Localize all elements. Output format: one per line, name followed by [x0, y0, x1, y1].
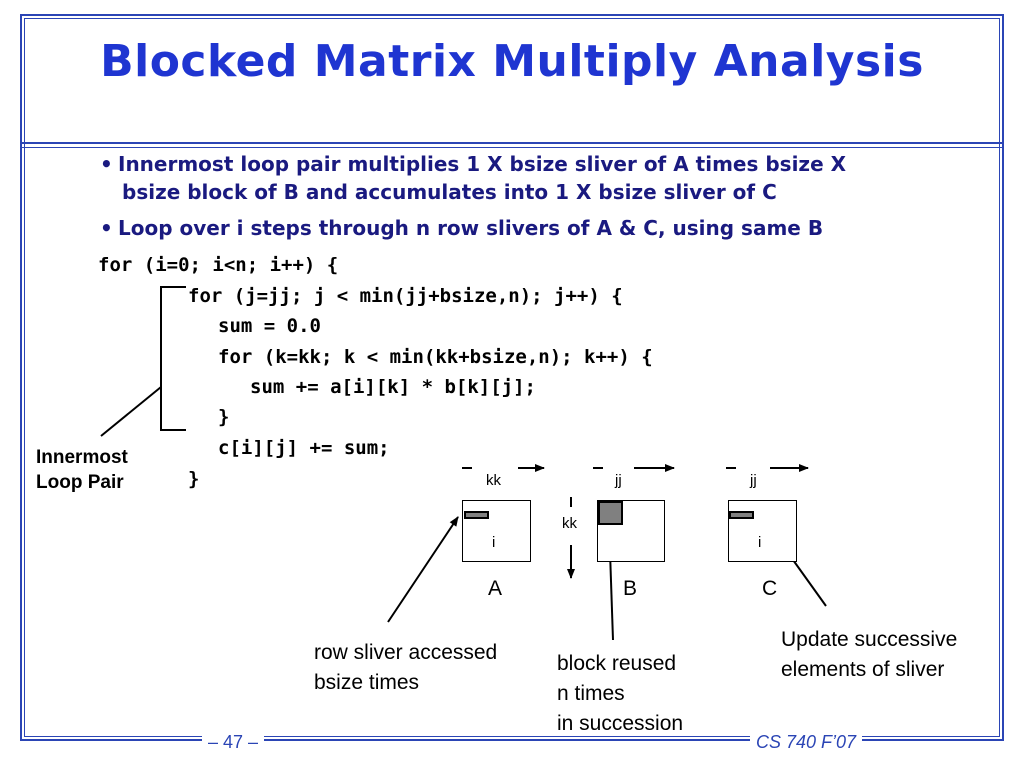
title-divider-thin [20, 147, 1004, 148]
matrix-b-jj-label: jj [615, 472, 622, 489]
note-update-sliver: Update successive elements of sliver [781, 628, 958, 681]
code-line-sum-init: sum = 0.0 [218, 315, 321, 337]
code-line-close-k: } [218, 406, 230, 428]
bullet-dot: • [100, 152, 113, 176]
note-a-pointer [387, 516, 459, 623]
bullet-2: •Loop over i steps through n row slivers… [100, 214, 980, 242]
innermost-loop-pair-label: Innermost Loop Pair [36, 447, 128, 493]
matrix-c [728, 500, 797, 562]
code-line-update-c: c[i][j] += sum; [218, 437, 390, 459]
matrix-c-i-label: i [758, 534, 762, 551]
matrix-b-block [598, 501, 623, 525]
title-divider [20, 142, 1004, 144]
bullet-dot: • [100, 216, 113, 240]
bullet-2-line-1: Loop over i steps through n row slivers … [118, 216, 824, 240]
matrix-a-i-label: i [492, 534, 496, 551]
matrix-c-row-sliver [729, 511, 754, 519]
matrix-b [597, 500, 665, 562]
matrix-a-name: A [488, 577, 503, 600]
slide-frame-inner [24, 18, 1000, 737]
matrix-a [462, 500, 531, 562]
code-line-sum-accumulate: sum += a[i][k] * b[k][j]; [250, 376, 536, 398]
loop-bracket-pointer [100, 386, 162, 437]
code-line-close-outer: } [188, 468, 200, 490]
matrix-c-name: C [762, 577, 778, 600]
bullet-1-line-1: Innermost loop pair multiplies 1 X bsize… [118, 152, 847, 176]
slide-title: Blocked Matrix Multiply Analysis [100, 36, 924, 87]
matrix-c-jj-label: jj [750, 472, 757, 489]
matrix-a-row-sliver [464, 511, 489, 519]
loop-bracket [160, 286, 186, 431]
course-label: CS 740 F’07 [750, 732, 863, 752]
note-row-sliver: row sliver accessed bsize times [314, 641, 498, 694]
code-line-for-j: for (j=jj; j < min(jj+bsize,n); j++) { [188, 285, 623, 307]
bullet-1-line-2: bsize block of B and accumulates into 1 … [122, 180, 777, 204]
code-line-outer-for: for (i=0; i<n; i++) { [98, 254, 339, 276]
bullet-1: •Innermost loop pair multiplies 1 X bsiz… [100, 150, 980, 206]
page-number: – 47 – [202, 732, 265, 752]
code-line-for-k: for (k=kk; k < min(kk+bsize,n); k++) { [218, 346, 653, 368]
slide-frame [20, 14, 1004, 741]
note-block-reused: block reused n times in succession [557, 652, 684, 735]
matrix-b-name: B [623, 577, 638, 600]
matrix-a-kk-label: kk [486, 472, 501, 489]
matrix-b-kk-label: kk [562, 515, 577, 532]
